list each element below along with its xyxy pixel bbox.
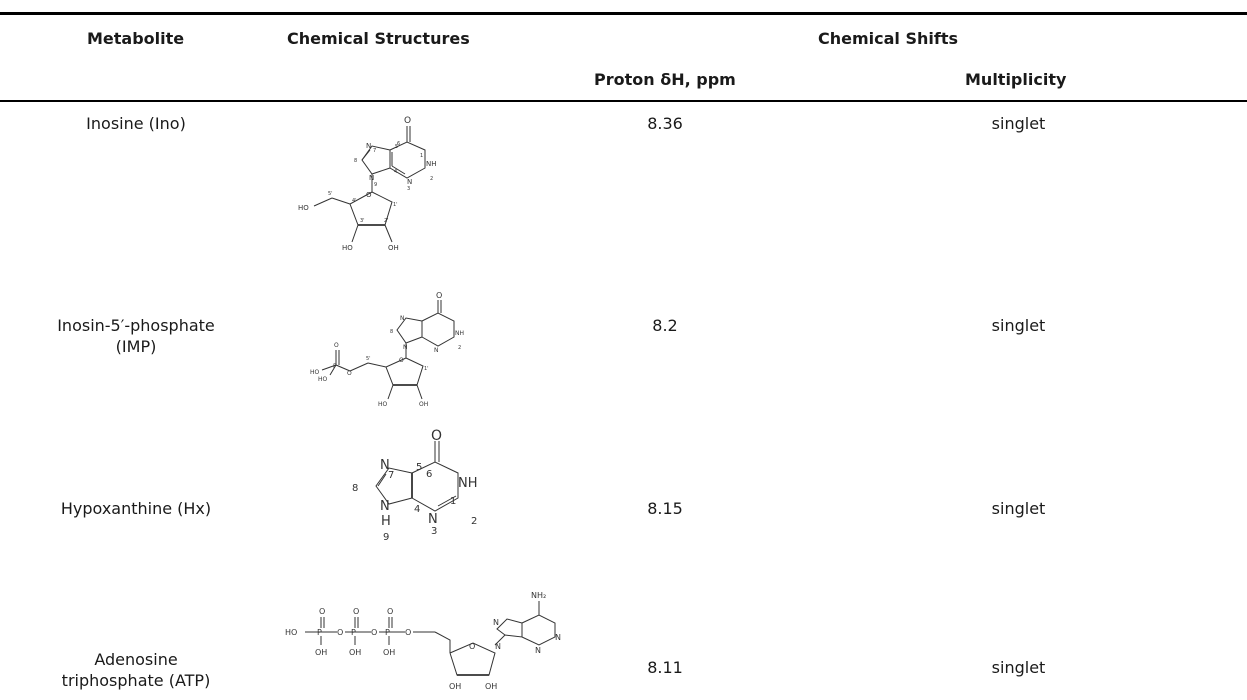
multiplicity-value: singlet [991,658,1046,677]
label-ho: HO [285,628,297,637]
num-5p: 5' [328,191,333,197]
label-n3: N [434,347,439,354]
multiplicity-value: singlet [991,114,1046,133]
label-o2: O [353,607,359,616]
label-n7: N [366,142,371,150]
label-oxygen: O [404,116,411,126]
label-n9: N [369,174,374,182]
num-8: 8 [352,483,358,494]
label-n9: N [380,499,390,514]
num-6: 6 [397,141,400,147]
label-ring-o: O [399,357,404,364]
label-bridge-o3: O [405,628,411,637]
num-1: 1 [450,496,456,507]
num-9: 9 [383,532,389,543]
multiplicity-value: singlet [991,499,1046,518]
num-2: 2 [458,345,461,351]
hypoxanthine-structure: O NH N N N H 5 6 1 2 3 4 7 8 9 [300,428,500,578]
proton-shift-value: 8.11 [647,658,683,677]
label-ho-3p: HO [378,401,388,408]
num-5: 5 [395,144,398,150]
label-n3: N [407,178,412,186]
label-ring-o: O [366,191,372,199]
num-2p: 2' [384,218,389,224]
label-oh-2p: OH [485,682,497,691]
label-nh: NH [455,330,464,337]
label-oh-3p: OH [449,682,461,691]
num-9: 9 [374,182,377,188]
label-oh1: OH [315,648,327,657]
header-proton-shift: Proton δH, ppm [594,70,736,89]
num-3p: 3' [360,218,365,224]
label-phosphorus: P [333,363,337,370]
label-ho-3p: HO [342,244,353,252]
label-p3: P [385,628,390,637]
label-n1: N [555,633,561,642]
label-oh-2p: OH [419,401,428,408]
label-oh-2p: OH [388,244,399,252]
label-p2: P [351,628,356,637]
atp-structure: HO O P O OH O P O OH O P O OH O N N N N … [285,585,575,700]
label-ring-o: O [469,642,475,651]
label-oxygen: O [431,428,442,444]
label-p-oxygen: O [334,342,339,349]
label-oxygen: O [436,291,442,300]
table-top-rule [0,12,1247,15]
num-4: 4 [414,504,420,515]
num-3: 3 [407,186,410,192]
label-h: H [381,514,391,529]
label-n3: N [428,512,438,527]
header-metabolite: Metabolite [87,29,185,48]
inosine-structure: O NH N N N 5 6 1 2 3 4 7 8 9 O 1' 2' 3' … [280,110,480,275]
label-ho: HO [310,369,320,376]
proton-shift-value: 8.15 [647,499,683,518]
num-4p: 4' [352,198,357,204]
metabolite-name: Inosin-5′-phosphate (IMP) [57,316,215,356]
label-n7: N [400,315,405,322]
header-multiplicity: Multiplicity [965,70,1067,89]
num-2: 2 [471,516,477,527]
label-o1: O [319,607,325,616]
metabolite-name: Adenosine triphosphate (ATP) [61,650,211,690]
label-nh2: NH₂ [531,591,546,600]
num-8: 8 [390,329,393,335]
num-1p: 1' [424,366,429,372]
label-ester-o: O [347,370,352,377]
num-2: 2 [430,176,433,182]
header-chemical-shifts: Chemical Shifts [818,29,959,48]
num-8: 8 [354,158,357,164]
label-n7: N [380,458,390,473]
label-bridge-o2: O [371,628,377,637]
metabolite-name: Hypoxanthine (Hx) [60,499,212,518]
label-p1: P [317,628,322,637]
num-1p: 1' [393,202,398,208]
multiplicity-value: singlet [991,316,1046,335]
label-n9: N [495,642,501,651]
num-3: 3 [431,526,437,537]
label-oh3: OH [383,648,395,657]
num-5p: 5' [366,356,371,362]
label-o3: O [387,607,393,616]
label-n7: N [493,618,499,627]
imp-structure: O NH N N N O O P O HO HO HO OH 1' 5' 2 8 [250,291,510,415]
label-ho: HO [298,204,309,212]
num-7: 7 [373,148,376,154]
label-n3: N [535,646,541,655]
proton-shift-value: 8.36 [647,114,683,133]
label-ho-2: HO [318,376,328,383]
header-chemical-structures: Chemical Structures [287,29,470,48]
label-n9: N [403,344,408,351]
label-oh2: OH [349,648,361,657]
label-bridge-o1: O [337,628,343,637]
table-header-rule [0,100,1247,102]
num-5: 5 [416,462,422,473]
num-6: 6 [426,469,432,480]
num-7: 7 [388,470,394,481]
label-nh: NH [426,160,437,168]
num-1: 1 [420,153,423,159]
metabolite-name: Inosine (Ino) [86,114,186,133]
proton-shift-value: 8.2 [652,316,678,335]
num-4: 4 [394,169,397,175]
label-nh: NH [458,476,478,491]
